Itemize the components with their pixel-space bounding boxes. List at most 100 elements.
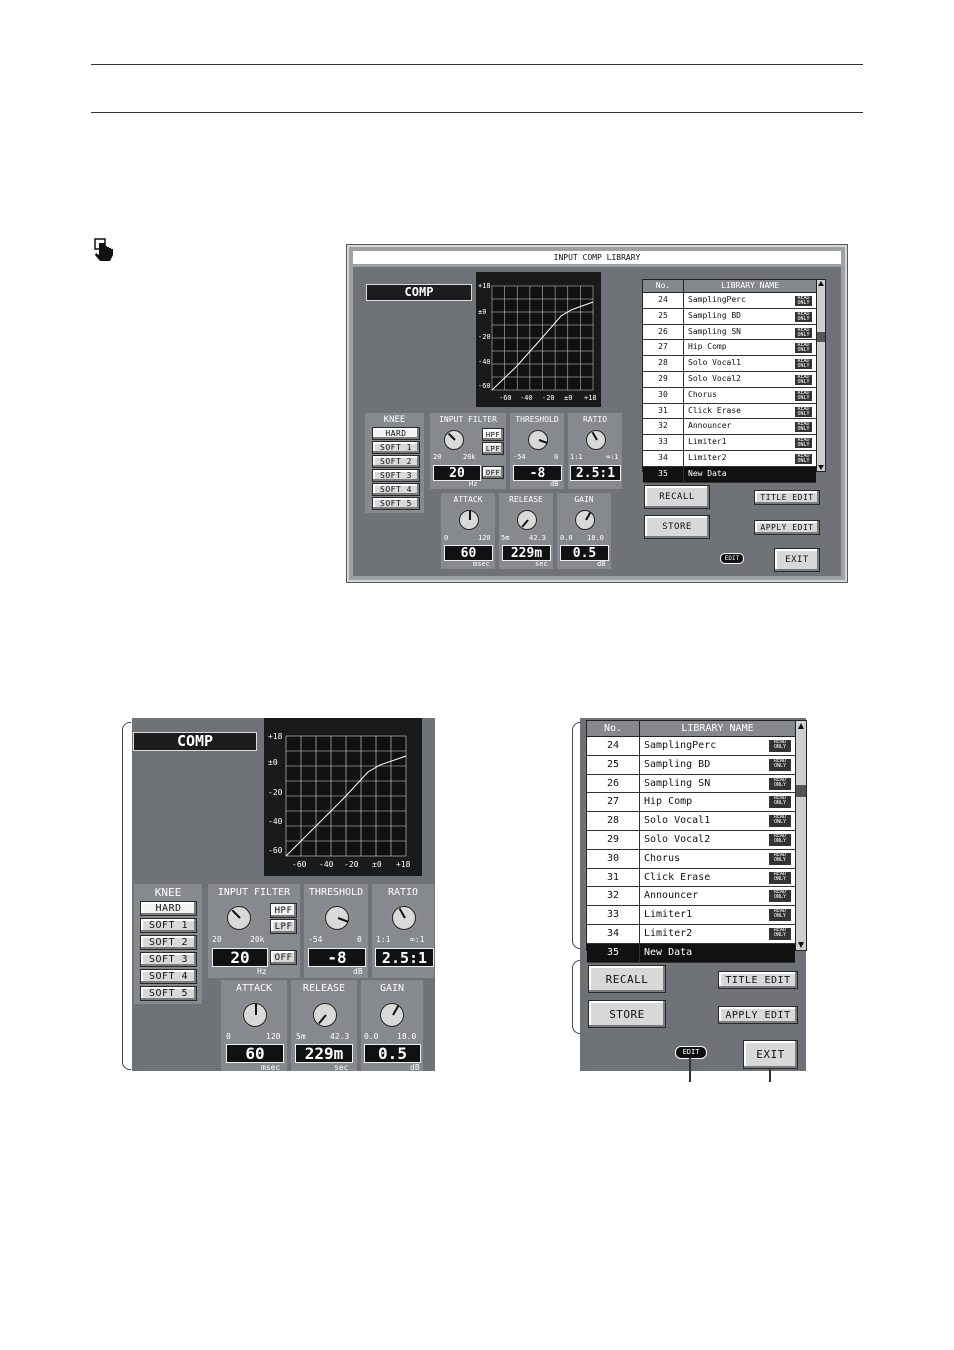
ratio-knob-large[interactable] [392,906,416,930]
hpf-button[interactable]: HPF [482,428,504,441]
attack-knob[interactable] [459,510,479,530]
graph-x-tick: -40 [520,394,533,402]
graph-x-tick: -40 [319,860,334,869]
release-knob-large[interactable] [313,1003,337,1027]
ratio-knob[interactable] [586,430,606,450]
knee-soft2-button[interactable]: SOFT 2 [372,455,420,468]
knee-soft1-button[interactable]: SOFT 1 [372,441,420,454]
graph-x-tick: -20 [344,860,359,869]
scroll-thumb[interactable] [817,332,825,342]
graph-y-tick: +18 [478,282,491,290]
filter-off-button[interactable]: OFF [482,466,504,479]
scroll-up-icon[interactable] [818,281,824,286]
library-row-number: 27 [643,340,684,356]
knee-soft3-button[interactable]: SOFT 3 [372,469,420,482]
graph-x-tick: +18 [584,394,597,402]
input-filter-knob[interactable] [444,430,464,450]
library-row-name: Solo Vocal2 [688,373,741,383]
read-only-badge: READ ONLY [794,389,813,402]
apply-edit-button-large[interactable]: APPLY EDIT [718,1006,798,1024]
apply-edit-button[interactable]: APPLY EDIT [754,520,820,535]
library-row-name: Limiter2 [644,927,693,939]
graph-y-tick: -20 [268,788,283,797]
library-scrollbar[interactable] [816,279,826,472]
attack-knob-large[interactable] [243,1003,267,1027]
knee-hard-button-large[interactable]: HARD [140,901,197,916]
knee-soft5-button-large[interactable]: SOFT 5 [140,986,197,1001]
second-rule [91,112,863,113]
knee-soft5-button[interactable]: SOFT 5 [372,497,420,510]
knee-soft2-button-large[interactable]: SOFT 2 [140,935,197,950]
exit-button-large[interactable]: EXIT [743,1040,798,1069]
read-only-badge: READ ONLY [768,870,792,885]
gain-knob[interactable] [575,510,595,530]
scroll-down-icon[interactable] [818,465,824,470]
release-max: 42.3 [529,534,546,542]
recall-button-large[interactable]: RECALL [588,965,666,993]
filter-off-button-large[interactable]: OFF [270,950,297,965]
library-row-name: Solo Vocal2 [644,833,711,845]
scroll-down-icon-large[interactable] [798,942,804,948]
library-row-number: 33 [587,906,640,924]
threshold-knob-large[interactable] [325,906,349,930]
gain-knob-large[interactable] [380,1003,404,1027]
knee-soft3-button-large[interactable]: SOFT 3 [140,952,197,967]
threshold-knob[interactable] [528,430,548,450]
recall-button[interactable]: RECALL [644,485,710,509]
title-edit-button-large[interactable]: TITLE EDIT [718,971,798,989]
exit-button[interactable]: EXIT [774,548,820,572]
library-row-number: 27 [587,793,640,812]
library-scrollbar-large[interactable] [795,720,807,951]
read-only-badge: READ ONLY [768,739,792,753]
input-filter-knob-large[interactable] [227,906,251,930]
release-min-large: 5m [296,1032,306,1041]
library-row-number: 24 [587,737,640,755]
lpf-button-large[interactable]: LPF [270,919,297,934]
knee-soft4-button[interactable]: SOFT 4 [372,483,420,496]
knee-hard-button[interactable]: HARD [372,427,420,440]
graph-x-tick: +18 [396,860,411,869]
col-no-header-large: No. [587,721,640,736]
comp-title-large: COMP [133,732,257,751]
title-edit-button[interactable]: TITLE EDIT [754,490,820,505]
input-filter-unit-large: Hz [257,967,267,976]
lpf-button[interactable]: LPF [482,442,504,455]
comp-curve-graph [491,285,594,391]
store-button[interactable]: STORE [644,515,710,539]
library-row-name: Limiter1 [688,437,727,447]
input-filter-max-large: 20k [250,935,265,944]
knee-soft1-button-large[interactable]: SOFT 1 [140,918,197,933]
knee-soft4-button-large[interactable]: SOFT 4 [140,969,197,984]
store-button-large[interactable]: STORE [588,1000,666,1028]
hpf-button-large[interactable]: HPF [270,903,297,918]
scroll-up-icon-large[interactable] [798,723,804,729]
scroll-thumb-large[interactable] [796,785,806,797]
release-knob[interactable] [517,510,537,530]
attack-max-large: 120 [266,1032,281,1041]
graph-x-tick: -60 [499,394,512,402]
